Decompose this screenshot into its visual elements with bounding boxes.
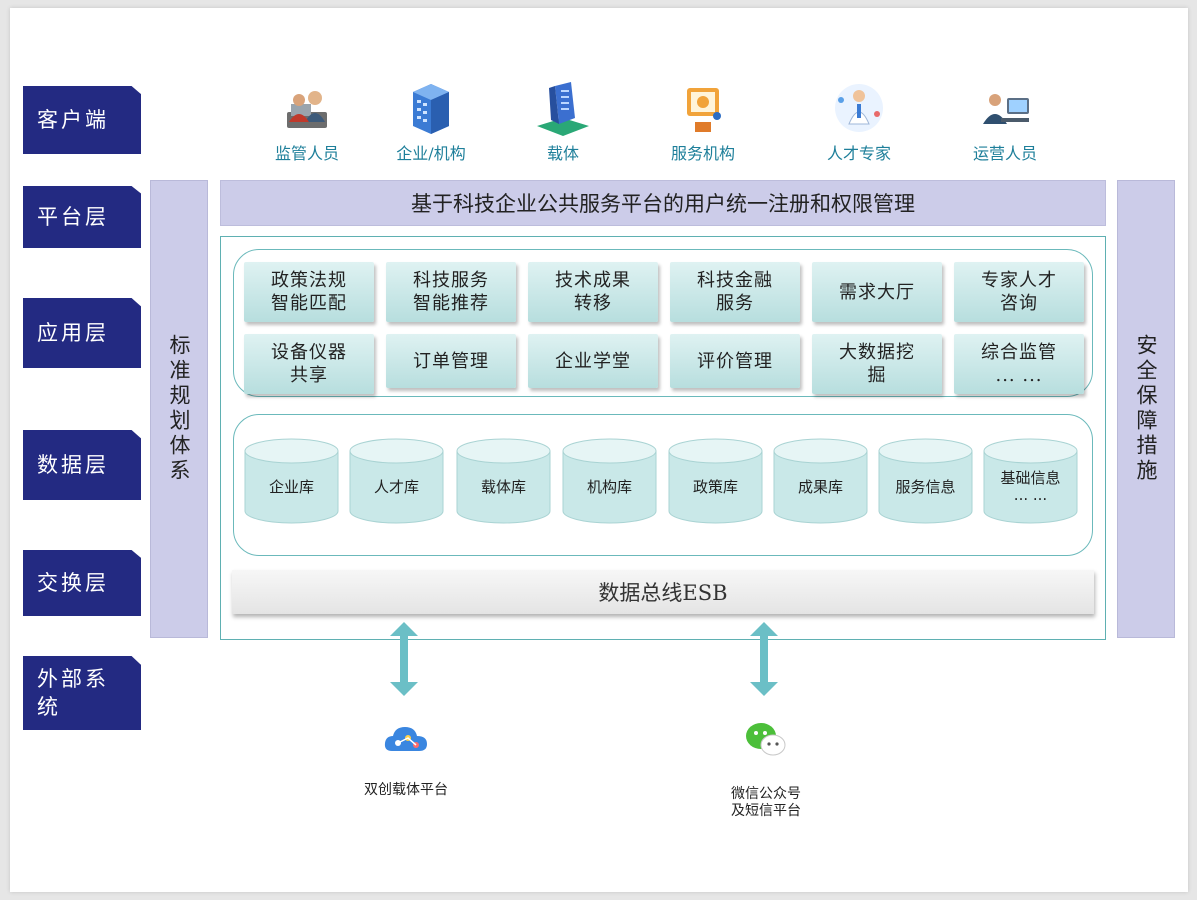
app-tech-transfer: 技术成果 转移 (528, 262, 658, 322)
db-policy: 政策库 (667, 437, 764, 527)
client-talent-expert: 人才专家 (804, 78, 914, 164)
client-carrier: 载体 (508, 78, 618, 164)
wechat-icon (746, 723, 786, 756)
db-enterprise: 企业库 (243, 437, 340, 527)
app-demand-hall: 需求大厅 (812, 262, 942, 322)
security-measures-bar: 安全保障措施 (1117, 180, 1175, 638)
app-equipment-sharing: 设备仪器 共享 (244, 334, 374, 394)
layer-tag-data: 数据层 (23, 430, 141, 500)
db-service-info: 服务信息 (877, 437, 974, 527)
standards-system-bar: 标准规划体系 (150, 180, 208, 638)
cloud-network-icon (384, 727, 427, 751)
external-label: 双创载体平台 (364, 782, 448, 798)
client-label: 监管人员 (274, 144, 339, 163)
db-achievement: 成果库 (772, 437, 869, 527)
external-carrier-platform: 双创载体平台 (346, 702, 466, 816)
app-evaluation-management: 评价管理 (670, 334, 800, 388)
operator-icon (983, 94, 1029, 124)
layer-tag-client: 客户端 (23, 86, 141, 154)
app-expert-consult: 专家人才 咨询 (954, 262, 1084, 322)
service-agency-icon (687, 88, 721, 132)
db-talent: 人才库 (348, 437, 445, 527)
app-comprehensive-supervision: 综合监管 ... ... (954, 334, 1084, 394)
external-wechat-sms: 微信公众号 及短信平台 (706, 702, 826, 837)
carrier-building-icon (537, 82, 589, 136)
client-label: 载体 (546, 144, 579, 163)
client-label: 服务机构 (670, 144, 735, 163)
layer-tag-application: 应用层 (23, 298, 141, 368)
client-label: 人才专家 (826, 144, 891, 163)
app-order-management: 订单管理 (386, 334, 516, 388)
double-arrow-wechat-sms (750, 622, 778, 696)
db-institution: 机构库 (561, 437, 658, 527)
client-enterprise: 企业/机构 (376, 78, 486, 164)
talent-expert-icon (835, 84, 883, 132)
app-service-recommend: 科技服务 智能推荐 (386, 262, 516, 322)
supervisor-icon (287, 91, 327, 128)
external-label: 微信公众号 及短信平台 (731, 786, 801, 819)
client-label: 运营人员 (972, 144, 1037, 163)
app-policy-matching: 政策法规 智能匹配 (244, 262, 374, 322)
application-group (233, 249, 1093, 397)
app-tech-finance: 科技金融 服务 (670, 262, 800, 322)
client-service-agency: 服务机构 (648, 78, 758, 164)
client-label: 企业/机构 (396, 144, 466, 163)
client-supervisor: 监管人员 (252, 78, 362, 164)
layer-tag-external: 外部系 统 (23, 656, 141, 730)
layer-tag-exchange: 交换层 (23, 550, 141, 616)
esb-data-bus: 数据总线ESB (232, 570, 1094, 614)
enterprise-building-icon (413, 84, 449, 134)
db-carrier: 载体库 (455, 437, 552, 527)
app-big-data-mining: 大数据挖 掘 (812, 334, 942, 394)
layer-tag-platform: 平台层 (23, 186, 141, 248)
app-enterprise-school: 企业学堂 (528, 334, 658, 388)
client-operator: 运营人员 (950, 78, 1060, 164)
db-basic-info: 基础信息 ... ... (982, 437, 1079, 527)
double-arrow-carrier-platform (390, 622, 418, 696)
unified-auth-platform-bar: 基于科技企业公共服务平台的用户统一注册和权限管理 (220, 180, 1106, 226)
